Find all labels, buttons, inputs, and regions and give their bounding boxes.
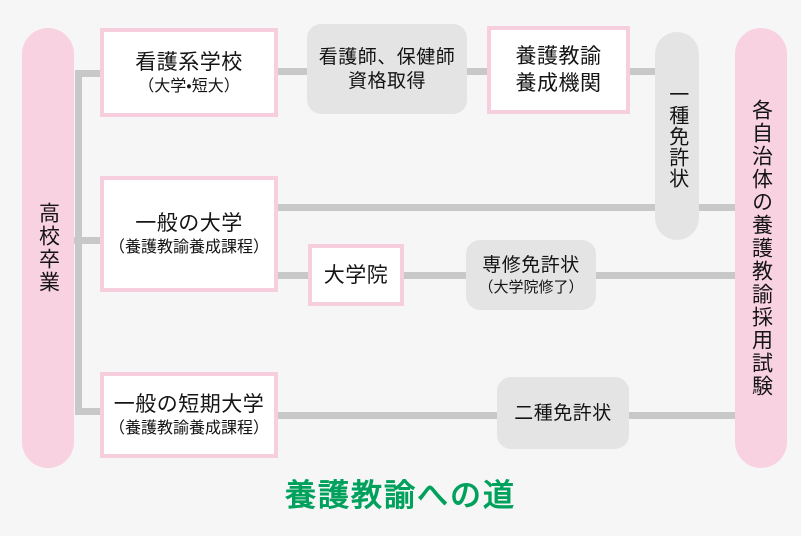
- diagram-caption: 養護教諭への道: [285, 478, 516, 514]
- connector-type2-license-to-goal: [626, 412, 742, 419]
- node-junior-college[interactable]: 一般の短期大学 （養護教諭養成課程）: [100, 372, 278, 458]
- node-nurse-qualification-line2: 資格取得: [347, 70, 426, 92]
- node-general-university[interactable]: 一般の大学 （養護教諭養成課程）: [100, 176, 278, 292]
- node-advanced-license-line2: （大学院修了）: [478, 277, 584, 296]
- node-yogo-training-institution-line1: 養護教諭: [515, 44, 602, 69]
- node-graduate-school[interactable]: 大学院: [308, 244, 404, 306]
- goal-node-label: 各自治体の養護教諭採用試験: [749, 98, 774, 398]
- goal-node-municipal-hiring-exam[interactable]: 各自治体の養護教諭採用試験: [735, 28, 787, 468]
- connector-university-to-graduate-school: [272, 272, 312, 279]
- node-junior-college-line1: 一般の短期大学: [113, 392, 265, 417]
- node-junior-college-line2: （養護教諭養成課程）: [108, 418, 269, 438]
- connector-bracket-to-university: [75, 237, 107, 244]
- connector-junior-college-to-type2-license: [272, 412, 502, 419]
- node-nurse-qualification-line1: 看護師、保健師: [318, 45, 456, 68]
- node-nursing-school-line2: （大学・短大）: [138, 75, 240, 95]
- node-type1-license-label: 一種免許状: [665, 83, 690, 189]
- node-type2-license[interactable]: 二種免許状: [497, 377, 629, 449]
- node-yogo-training-institution[interactable]: 養護教諭 養成機関: [487, 26, 630, 114]
- node-type1-license[interactable]: 一種免許状: [655, 32, 699, 240]
- connector-bracket-to-junior-college: [75, 408, 107, 415]
- node-advanced-license[interactable]: 専修免許状 （大学院修了）: [466, 240, 596, 310]
- node-general-university-line1: 一般の大学: [135, 211, 243, 236]
- connector-type1-license-to-goal: [690, 204, 742, 211]
- connector-graduate-school-to-advanced-license: [404, 272, 466, 279]
- node-nursing-school[interactable]: 看護系学校 （大学・短大）: [100, 28, 278, 117]
- node-yogo-training-institution-line2: 養成機関: [515, 71, 602, 95]
- node-type2-license-label: 二種免許状: [514, 401, 612, 424]
- connector-advanced-license-to-goal: [594, 272, 742, 279]
- connector-university-to-type1-license: [272, 204, 662, 211]
- node-advanced-license-line1: 専修免許状: [482, 254, 580, 277]
- connector-nursing-school-to-qualification: [272, 68, 310, 75]
- node-graduate-school-label: 大学院: [323, 262, 389, 287]
- connector-institution-to-type1-license: [624, 68, 664, 75]
- node-nurse-qualification[interactable]: 看護師、保健師 資格取得: [307, 24, 467, 114]
- connector-qualification-to-institution: [463, 68, 493, 75]
- node-nursing-school-line1: 看護系学校: [135, 49, 243, 74]
- start-node-high-school-graduation[interactable]: 高校卒業: [22, 28, 74, 468]
- node-general-university-line2: （養護教諭養成課程）: [108, 237, 269, 257]
- start-node-label: 高校卒業: [36, 202, 61, 294]
- connector-bracket-to-nursing-school: [75, 70, 107, 77]
